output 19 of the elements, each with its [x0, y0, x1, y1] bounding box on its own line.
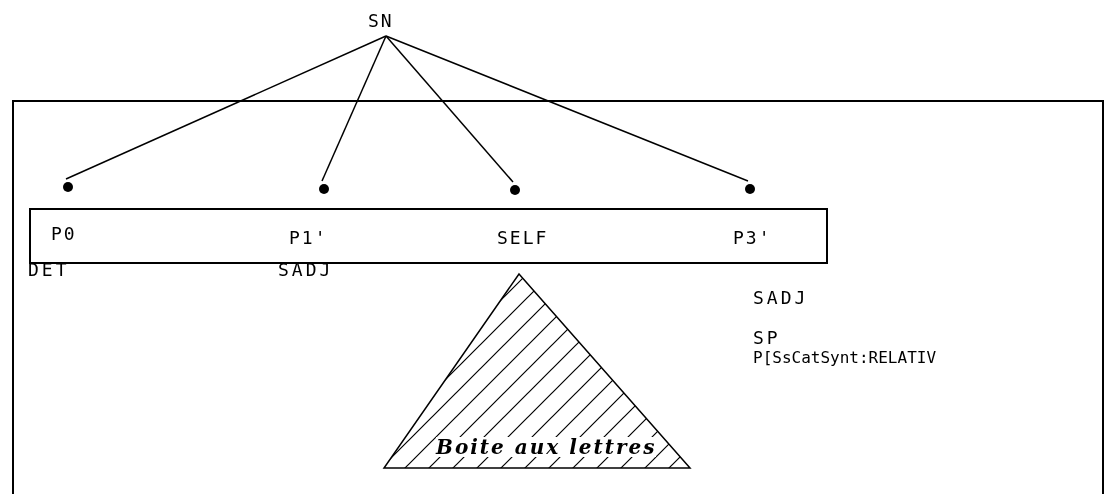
tree-branch-line — [385, 35, 749, 182]
node-dot — [63, 182, 73, 192]
tree-branch-line — [65, 35, 387, 180]
slot-row-box — [29, 208, 828, 264]
node-dot — [745, 184, 755, 194]
slot-label: P0 — [51, 224, 77, 244]
tree-branch-line — [321, 35, 387, 182]
node-dot — [319, 184, 329, 194]
tree-node-label: SN — [368, 10, 404, 34]
category-label: P[SsCatSynt:RELATIV — [753, 348, 937, 368]
category-label: SP — [753, 328, 781, 348]
slot-label: SELF — [497, 228, 549, 248]
frame-box — [12, 100, 1104, 494]
category-label: SADJ — [753, 288, 809, 308]
slot-label: P1' — [289, 228, 328, 248]
node-dot — [510, 185, 520, 195]
tree-branch-line — [385, 35, 514, 183]
triangle-label: Boite aux lettres — [436, 437, 657, 457]
slot-label: P3' — [733, 228, 772, 248]
